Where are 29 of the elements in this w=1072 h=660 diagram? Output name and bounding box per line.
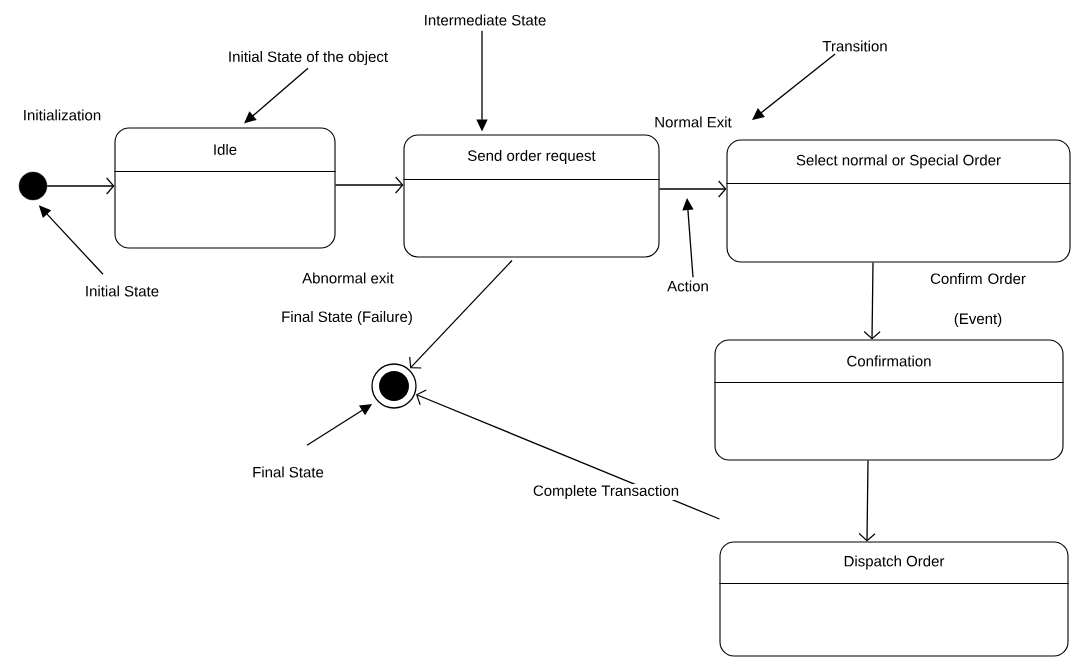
annotation-text: Final State <box>253 466 324 478</box>
annotation-text: Transition <box>822 40 887 52</box>
transition-arrow <box>863 261 881 340</box>
leader-arrow <box>682 198 694 278</box>
annotation-text: Intermediate State <box>425 14 546 26</box>
edge-label: Confirm Order (Event) <box>920 272 1036 328</box>
edge-label: Normal Exit <box>653 115 733 129</box>
leader-arrow <box>244 67 309 124</box>
transition-arrow <box>46 177 115 195</box>
state-box: Idle <box>113 127 337 249</box>
annotation-text: Action <box>667 280 708 292</box>
edge-label: Abnormal exit <box>301 271 395 285</box>
state-box: Confirmation <box>713 339 1065 461</box>
transition-arrow <box>416 389 721 520</box>
edge-label: Complete Transaction <box>531 484 681 500</box>
transition-arrow <box>334 176 404 194</box>
transition-arrow <box>409 259 513 369</box>
leader-arrow <box>752 53 836 120</box>
annotation-text: Initial State <box>86 285 159 297</box>
annotation-text: Initial State of the object <box>229 51 388 65</box>
state-box: Select normal or Special Order <box>725 139 1072 263</box>
annotation-text: Final State (Failure) <box>282 311 412 325</box>
state-box: Dispatch Order <box>718 541 1070 657</box>
final-state-symbol <box>371 363 417 409</box>
annotation-text: Initialization <box>24 109 101 121</box>
initial-state-dot <box>18 171 48 201</box>
transition-arrow <box>858 459 876 542</box>
transition-arrow <box>658 180 727 198</box>
state-box: Send order request <box>402 134 661 258</box>
